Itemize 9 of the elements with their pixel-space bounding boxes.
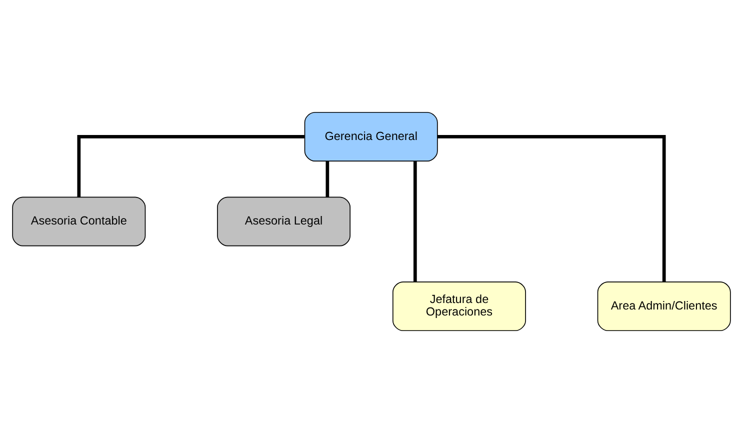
connector — [326, 160, 330, 197]
node-box: Jefatura de Operaciones — [392, 281, 526, 331]
connector — [438, 134, 666, 282]
node-box: Gerencia General — [304, 111, 438, 161]
connector — [77, 134, 304, 196]
node-box: Asesoria Legal — [217, 196, 350, 246]
connector — [413, 160, 417, 282]
node-box: Asesoria Contable — [12, 196, 146, 246]
node-box: Area Admin/Clientes — [597, 281, 731, 331]
